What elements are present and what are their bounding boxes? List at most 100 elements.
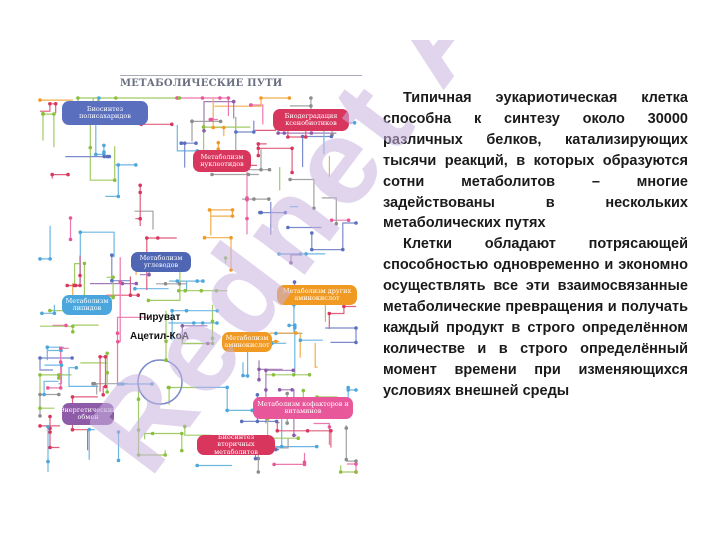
pathway-node	[352, 121, 357, 125]
pathway-line	[144, 432, 183, 451]
pathway-node	[194, 141, 198, 145]
pathway-node	[292, 433, 296, 438]
pathway-line	[267, 413, 299, 439]
box-carbohydrates: Метаболизм углеводов	[131, 252, 191, 272]
pathway-node	[257, 377, 261, 382]
pathway-node	[279, 444, 284, 449]
pathway-line	[290, 254, 301, 263]
pathway-node	[195, 463, 199, 468]
pathway-node	[342, 304, 346, 309]
pathway-node	[102, 143, 106, 148]
pathway-line	[340, 465, 356, 473]
pathway-node	[294, 331, 298, 335]
box-aminoacids2: Метаболизм аминокислот	[222, 332, 272, 352]
pathway-node	[257, 367, 261, 372]
pathway-node	[223, 256, 228, 260]
pathway-node	[112, 178, 117, 182]
pathway-node	[255, 393, 260, 397]
pathway-node	[283, 210, 288, 215]
pathway-node	[256, 153, 261, 158]
pathway-node	[103, 384, 108, 389]
pathway-node	[309, 131, 314, 135]
pathway-node	[354, 326, 358, 330]
pathway-node	[264, 368, 268, 373]
pathway-line	[83, 263, 114, 298]
pathway-node	[48, 257, 52, 261]
pathway-node	[38, 356, 42, 360]
pathway-node	[110, 278, 114, 283]
pathway-node	[170, 122, 174, 127]
pathway-node	[41, 111, 45, 116]
pathway-node	[207, 208, 212, 212]
pathway-node	[163, 453, 167, 457]
pathway-node	[70, 395, 75, 399]
pathway-node	[234, 130, 238, 134]
map-title: МЕТАБОЛИЧЕСКИЕ ПУТИ	[120, 78, 283, 89]
pathway-node	[302, 462, 307, 467]
pathway-line	[74, 263, 80, 286]
pathway-node	[105, 390, 109, 394]
pathway-node	[68, 216, 73, 220]
pathway-line	[52, 324, 67, 326]
pathway-line	[209, 209, 234, 236]
pathway-node	[192, 321, 196, 325]
pathway-node	[116, 458, 121, 463]
pathway-node	[74, 365, 79, 370]
pathway-line	[40, 225, 51, 260]
pathway-node	[147, 272, 151, 277]
pathway-node	[300, 134, 305, 139]
pathway-node	[59, 363, 64, 367]
pathway-node	[202, 235, 207, 240]
pathway-node	[38, 414, 42, 418]
pathway-node	[71, 324, 75, 328]
pathway-node	[58, 360, 63, 364]
pathway-node	[105, 351, 109, 356]
pathway-node	[252, 130, 256, 134]
pathway-line	[242, 333, 249, 377]
pathway-node	[58, 346, 63, 351]
pathway-node	[133, 286, 137, 291]
pathway-node	[253, 456, 258, 461]
pathway-node	[272, 462, 276, 467]
pathway-line	[46, 346, 64, 361]
pathway-line	[204, 237, 232, 270]
pathway-node	[310, 247, 314, 252]
pathway-node	[180, 431, 184, 436]
pathway-node	[329, 429, 333, 433]
pathway-node	[290, 146, 294, 151]
pathway-node	[216, 140, 221, 145]
pathway-node	[291, 373, 296, 377]
pathway-node	[216, 147, 221, 151]
pathway-node	[38, 373, 42, 377]
pathway-line	[89, 116, 116, 181]
pathway-line	[313, 422, 330, 445]
pathway-node	[200, 321, 205, 325]
pathway-node	[87, 427, 91, 432]
pathway-node	[277, 388, 282, 392]
pathway-line	[290, 178, 315, 209]
pathway-line	[276, 422, 332, 448]
pathway-node	[103, 355, 108, 359]
tca-cycle-ring	[137, 359, 183, 405]
pathway-node	[301, 388, 306, 393]
pathway-node	[111, 294, 115, 299]
pathway-line	[39, 357, 73, 371]
pathway-node	[177, 96, 182, 100]
pathway-node	[177, 282, 182, 286]
pathway-node	[115, 331, 120, 336]
pathway-node	[291, 368, 295, 373]
pathway-node	[71, 330, 75, 334]
pathway-node	[354, 462, 358, 466]
pathway-node	[211, 125, 215, 130]
body-text: Типичная эукариотическая клетка способна…	[383, 88, 688, 402]
pathway-node	[271, 373, 276, 377]
pathway-line	[79, 230, 115, 283]
pathway-node	[286, 135, 290, 139]
pathway-node	[293, 323, 297, 328]
pathway-node	[74, 283, 78, 288]
pathway-node	[210, 172, 214, 177]
pathway-node	[305, 429, 310, 433]
pathway-node	[210, 117, 214, 122]
pathway-node	[256, 146, 261, 151]
pathway-node	[166, 385, 171, 390]
